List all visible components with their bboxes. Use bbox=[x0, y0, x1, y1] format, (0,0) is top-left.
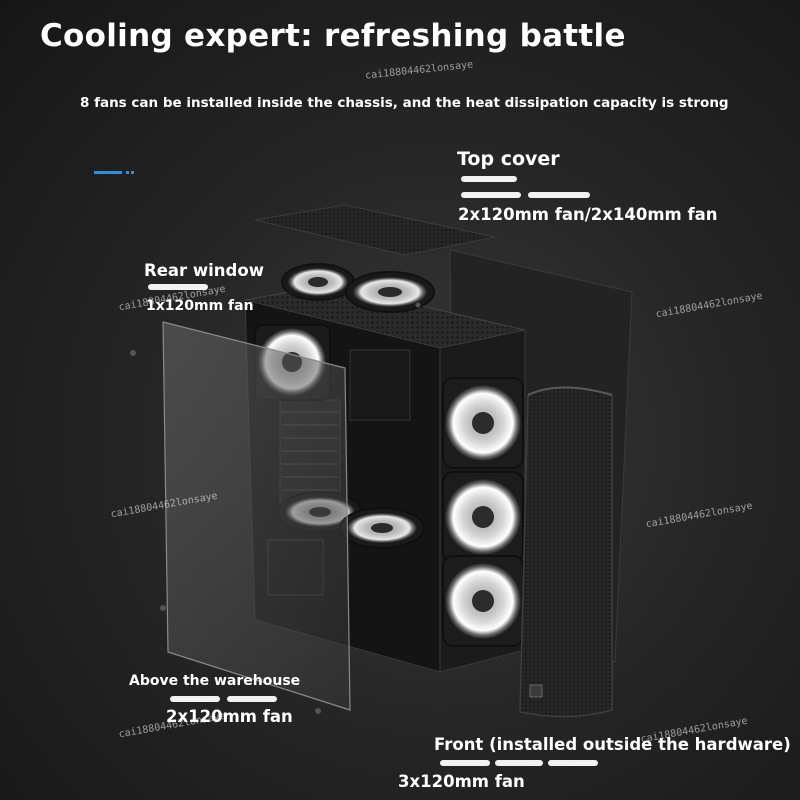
front-fan bbox=[442, 555, 524, 647]
page-title: Cooling expert: refreshing battle bbox=[40, 18, 626, 54]
front-fan bbox=[442, 471, 524, 563]
callout-rear-window-title: Rear window bbox=[144, 261, 264, 280]
callout-bar bbox=[227, 696, 277, 702]
page-subtitle: 8 fans can be installed inside the chass… bbox=[80, 95, 729, 111]
callout-bar bbox=[548, 760, 598, 766]
screw bbox=[415, 302, 421, 308]
callout-bar bbox=[461, 192, 521, 198]
callout-front-title: Front (installed outside the hardware) bbox=[434, 735, 791, 754]
front-mesh-panel bbox=[519, 386, 613, 718]
accent-line bbox=[94, 171, 122, 174]
accent-dot bbox=[126, 171, 129, 174]
callout-bar bbox=[528, 192, 590, 198]
callout-bar bbox=[495, 760, 543, 766]
screw bbox=[160, 605, 166, 611]
top-dust-filter bbox=[254, 204, 496, 256]
drive-bay bbox=[349, 349, 411, 421]
tempered-glass-panel bbox=[162, 321, 351, 711]
callout-front-detail: 3x120mm fan bbox=[398, 772, 525, 791]
callout-bar bbox=[440, 760, 490, 766]
callout-top-cover-detail: 2x120mm fan/2x140mm fan bbox=[458, 205, 718, 224]
screw bbox=[130, 350, 136, 356]
top-fan bbox=[345, 271, 435, 313]
callout-rear-window-detail: 1x120mm fan bbox=[146, 298, 254, 314]
callout-above-warehouse-title: Above the warehouse bbox=[129, 673, 301, 689]
callout-bar bbox=[170, 696, 220, 702]
bottom-fan bbox=[339, 507, 425, 549]
callout-top-cover-title: Top cover bbox=[457, 148, 560, 170]
screw bbox=[315, 708, 321, 714]
front-fan bbox=[442, 377, 524, 469]
callout-above-warehouse-detail: 2x120mm fan bbox=[166, 707, 293, 726]
callout-bar bbox=[461, 176, 517, 182]
brand-badge bbox=[529, 684, 543, 698]
callout-bar bbox=[148, 284, 208, 290]
accent-dot bbox=[131, 171, 134, 174]
top-fan bbox=[281, 263, 355, 301]
